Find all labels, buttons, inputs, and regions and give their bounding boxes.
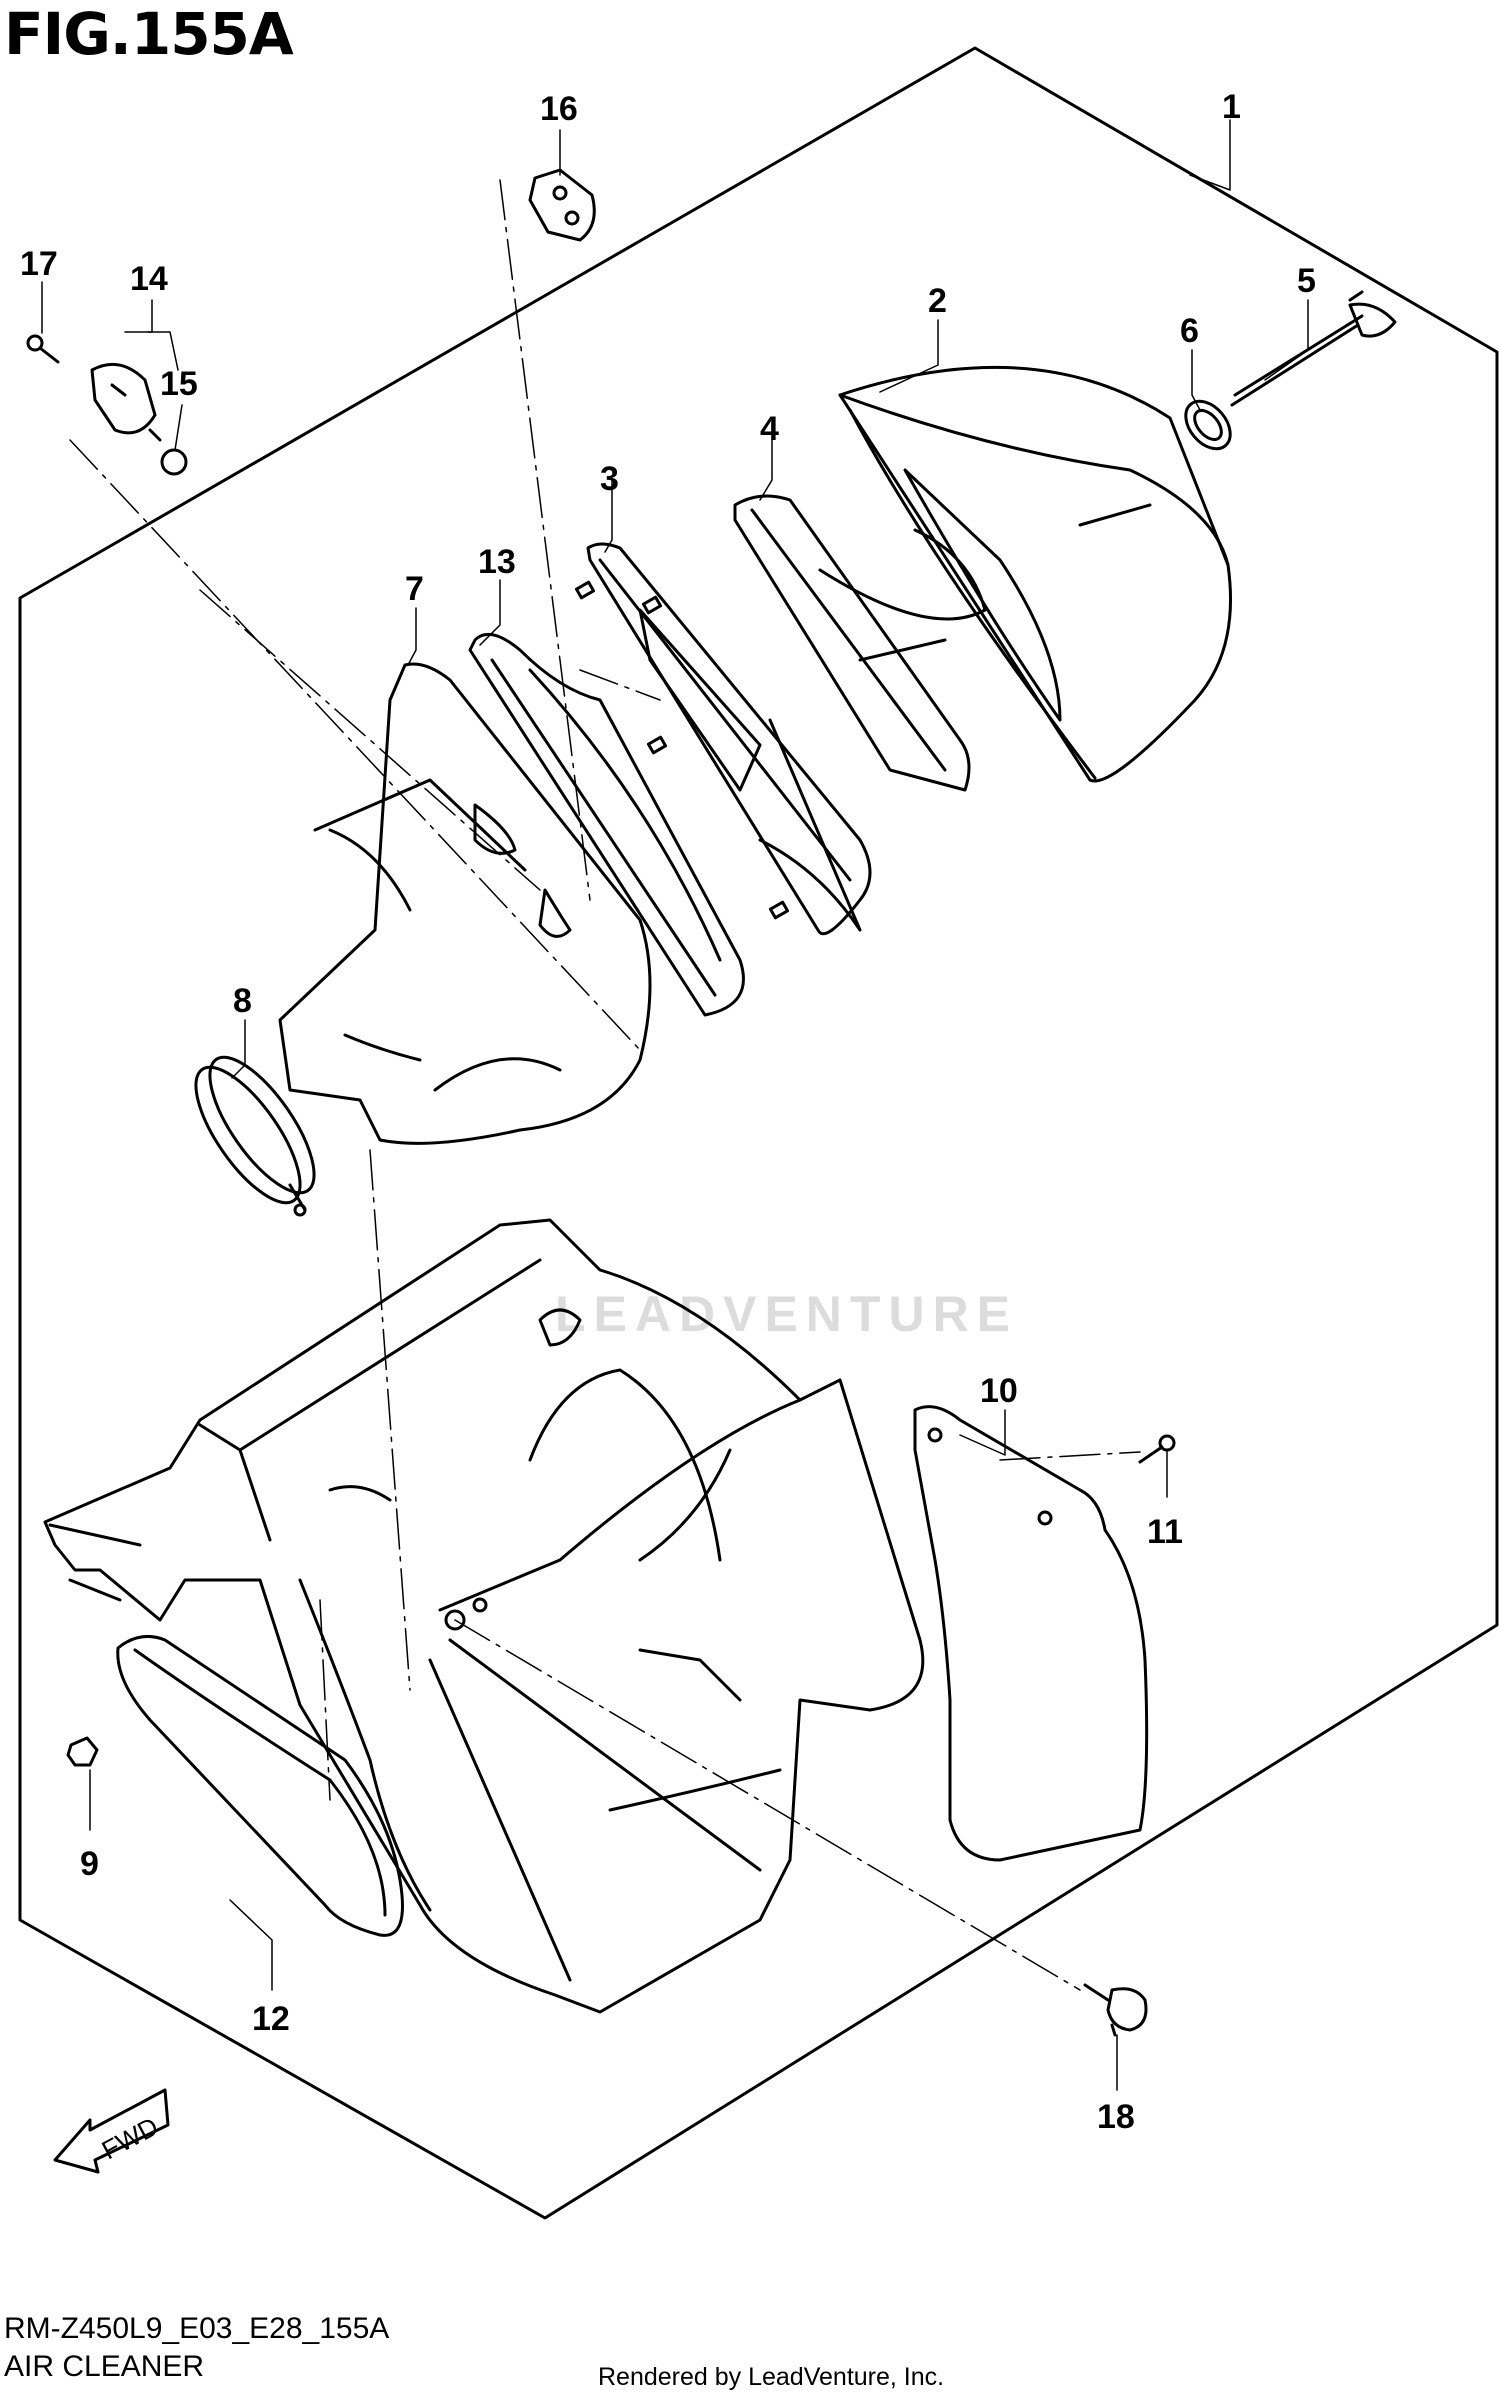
part-3-filter-frame [574, 542, 872, 936]
part-10-side-cover [913, 1405, 1149, 1862]
part-5-wing-bolt [1230, 290, 1397, 407]
callout-4: 4 [760, 410, 779, 448]
section-name: AIR CLEANER [4, 2350, 205, 2383]
fwd-label: FWD [97, 2111, 163, 2165]
callout-1: 1 [1222, 88, 1241, 126]
callout-9: 9 [80, 1845, 99, 1883]
callout-10: 10 [980, 1372, 1018, 1410]
part-7-outlet-tube [278, 662, 652, 1145]
part-18-bolt [1083, 1983, 1148, 2037]
callout-13: 13 [478, 543, 516, 581]
render-credit: Rendered by LeadVenture, Inc. [598, 2363, 945, 2391]
callout-11: 11 [1147, 1513, 1183, 1551]
callout-2: 2 [928, 282, 947, 320]
part-13-gasket [468, 632, 745, 1017]
callout-15: 15 [160, 365, 198, 403]
part-17-bolt [26, 334, 60, 364]
part-15-oring [160, 448, 188, 476]
callout-6: 6 [1180, 312, 1199, 350]
callout-3: 3 [600, 460, 619, 498]
callout-16: 16 [540, 90, 578, 128]
callout-14: 14 [130, 260, 168, 298]
alignment-lines [69, 179, 1141, 1991]
model-code: RM-Z450L9_E03_E28_155A [4, 2312, 390, 2345]
part-11-screw [1138, 1434, 1176, 1464]
callout-5: 5 [1297, 262, 1316, 300]
callout-18: 18 [1097, 2098, 1135, 2136]
part-9-nut [66, 1736, 99, 1767]
fwd-arrow-shape [53, 2088, 170, 2174]
part-2-filter-element [838, 365, 1233, 783]
callout-12: 12 [252, 2000, 290, 2038]
callout-8: 8 [233, 982, 252, 1020]
figure-title: FIG.155A [4, 0, 294, 68]
airbox-housing [43, 1218, 925, 2014]
part-4-filter-cage [733, 494, 987, 932]
part-14-sensor [90, 362, 162, 442]
part-16-bracket [528, 168, 596, 242]
watermark-text: LEADVENTURE [555, 1286, 1019, 1342]
assembly-boundary [18, 46, 1499, 2220]
part-12-seal [116, 1634, 404, 1937]
leader-lines [41, 119, 1309, 2091]
callout-17: 17 [20, 245, 58, 283]
callout-7: 7 [405, 570, 424, 608]
part-6-collar [1184, 399, 1232, 451]
part-8-clamp [194, 1055, 316, 1217]
